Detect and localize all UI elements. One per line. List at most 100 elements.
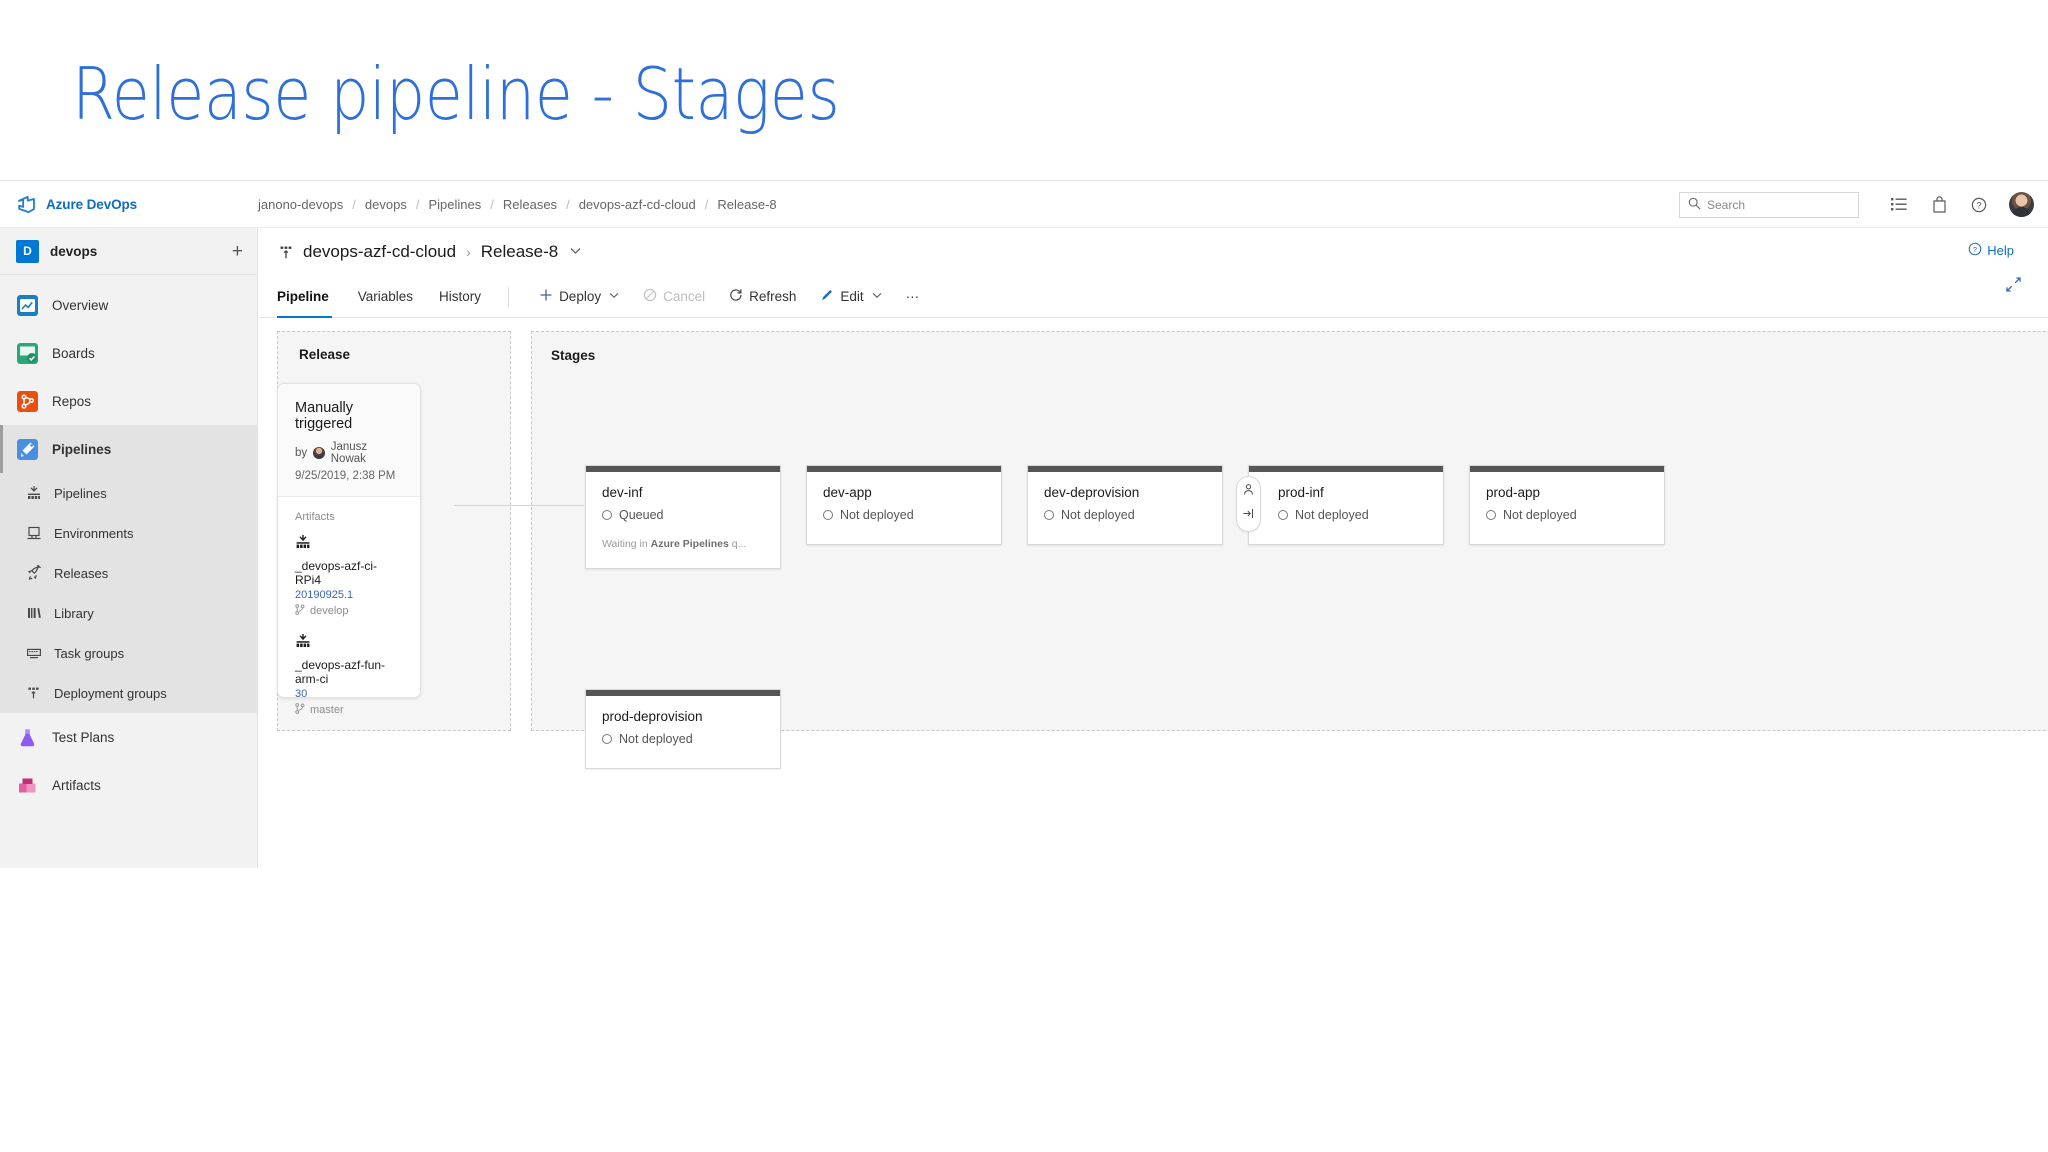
sidebar-item-label: Repos (52, 393, 92, 409)
sidebar-item-deployment-groups[interactable]: Deployment groups (0, 673, 257, 713)
more-actions-button[interactable]: ··· (894, 276, 932, 318)
stage-card-prod-inf[interactable]: prod-inf Not deployed (1248, 465, 1444, 545)
marketplace-bag-icon[interactable] (1919, 181, 1959, 228)
page-release-name[interactable]: Release-8 (480, 242, 559, 261)
svg-text:?: ? (1973, 245, 1977, 254)
avatar[interactable] (2009, 192, 2034, 217)
tab-label: Variables (357, 289, 414, 304)
sidebar-item-pipelines-sub[interactable]: Pipelines (0, 473, 257, 513)
breadcrumb-releases[interactable]: Releases (502, 196, 558, 212)
breadcrumb-release[interactable]: Release-8 (717, 196, 777, 212)
chevron-down-icon[interactable] (570, 246, 581, 258)
deployment-groups-icon (25, 682, 42, 704)
artifact-version[interactable]: 30 (295, 688, 308, 700)
breadcrumb-separator: / (415, 196, 420, 212)
stage-status: Not deployed (823, 508, 985, 522)
tab-label: Pipeline (277, 289, 329, 304)
stage-accent-bar (1470, 466, 1664, 472)
stage-card-dev-inf[interactable]: dev-inf Queued Waiting in Azure Pipeline… (585, 465, 781, 569)
stage-note-strong: Azure Pipelines (650, 538, 729, 550)
help-link[interactable]: ? Help (1968, 242, 2014, 259)
stage-status-label: Not deployed (619, 732, 693, 746)
prod-inf-approval-badge[interactable] (1236, 476, 1261, 532)
breadcrumb-definition[interactable]: devops-azf-cd-cloud (578, 196, 696, 212)
stage-status-label: Not deployed (1503, 508, 1577, 522)
deploy-label: Deploy (559, 289, 602, 304)
breadcrumb-org[interactable]: janono-devops (258, 196, 344, 212)
sidebar-item-pipelines[interactable]: Pipelines (0, 425, 257, 473)
deploy-button[interactable]: Deploy (527, 276, 631, 318)
library-icon (25, 602, 42, 624)
build-artifact-icon (295, 634, 403, 655)
expand-diagonal-icon[interactable] (2005, 276, 2022, 298)
list-icon[interactable] (1879, 181, 1919, 228)
sidebar-item-task-groups[interactable]: Task groups (0, 633, 257, 673)
cancel-label: Cancel (663, 289, 706, 304)
artifact-item[interactable]: _devops-azf-ci-RPi4 20190925.1 develop (295, 535, 403, 618)
pencil-icon (820, 288, 834, 305)
sidebar-item-environments[interactable]: Environments (0, 513, 257, 553)
svg-text:?: ? (1976, 200, 1981, 210)
release-card[interactable]: Manually triggered by Janusz Nowak 9/25/… (277, 383, 421, 716)
sidebar-item-releases[interactable]: Releases (0, 553, 257, 593)
test-plans-icon (16, 726, 38, 748)
page-pipeline-name[interactable]: devops-azf-cd-cloud (303, 242, 457, 261)
edit-button[interactable]: Edit (808, 276, 893, 318)
sidebar-item-label: Pipelines (54, 485, 107, 501)
sidebar-item-repos[interactable]: Repos (0, 377, 257, 425)
breadcrumb-separator: / (352, 196, 356, 212)
search-input[interactable]: Search (1679, 191, 1859, 218)
sidebar-item-library[interactable]: Library (0, 593, 257, 633)
artifact-item[interactable]: _devops-azf-fun-arm-ci 30 master (295, 634, 403, 717)
artifact-branch: develop (295, 604, 403, 618)
stage-card-prod-deprovision[interactable]: prod-deprovision Not deployed (585, 689, 781, 769)
release-author: by Janusz Nowak (295, 441, 403, 465)
environments-icon (25, 522, 42, 544)
task-groups-icon (25, 642, 42, 664)
artifact-name[interactable]: _devops-azf-ci-RPi4 (295, 559, 378, 587)
artifact-version[interactable]: 20190925.1 (295, 589, 354, 601)
sidebar-item-label: Environments (54, 525, 134, 541)
sidebar-item-overview[interactable]: Overview (0, 281, 257, 329)
sidebar-item-label: Task groups (54, 645, 125, 661)
tab-pipeline[interactable]: Pipeline (277, 276, 345, 318)
stage-accent-bar (586, 466, 780, 472)
stage-status: Queued (602, 508, 764, 522)
stage-body: prod-inf Not deployed (1249, 472, 1443, 522)
breadcrumb-pipelines[interactable]: Pipelines (428, 196, 482, 212)
artifact-name[interactable]: _devops-azf-fun-arm-ci (295, 658, 386, 686)
stage-status: Not deployed (602, 732, 764, 746)
global-header: Azure DevOps janono-devops / devops / Pi… (0, 181, 2048, 228)
stage-status-label: Queued (619, 508, 664, 522)
breadcrumb-project[interactable]: devops (364, 196, 407, 212)
cancel-circle-icon (643, 288, 657, 305)
stage-card-prod-app[interactable]: prod-app Not deployed (1469, 465, 1665, 545)
releases-rocket-icon (25, 562, 42, 584)
sidebar-item-label: Pipelines (52, 441, 112, 457)
stage-accent-bar (1249, 466, 1443, 472)
stage-card-dev-deprovision[interactable]: dev-deprovision Not deployed (1027, 465, 1223, 545)
sidebar-item-artifacts[interactable]: Artifacts (0, 761, 257, 809)
search-placeholder: Search (1707, 197, 1746, 212)
pipelines-sub-icon (25, 482, 42, 504)
stage-name: dev-app (823, 485, 872, 500)
sidebar-item-test-plans[interactable]: Test Plans (0, 713, 257, 761)
stage-name: prod-app (1486, 485, 1541, 500)
sidebar-item-label: Test Plans (52, 729, 115, 745)
page-title-separator: › (466, 244, 471, 260)
sidebar-item-boards[interactable]: Boards (0, 329, 257, 377)
help-question-icon[interactable]: ? (1959, 181, 1999, 228)
project-selector[interactable]: D devops + (0, 228, 257, 275)
by-label: by (295, 447, 308, 459)
tab-variables[interactable]: Variables (345, 276, 426, 318)
connector-release-to-dev-inf (454, 505, 584, 506)
tab-history[interactable]: History (426, 276, 494, 318)
azure-devops-home-link[interactable]: Azure DevOps (0, 194, 258, 215)
stage-note-suffix: q... (728, 538, 747, 550)
slide-title: Release pipeline - Stages (72, 52, 840, 136)
refresh-button[interactable]: Refresh (717, 276, 808, 318)
plus-icon[interactable]: + (231, 240, 243, 262)
stage-accent-bar (807, 466, 1001, 472)
stage-card-dev-app[interactable]: dev-app Not deployed (806, 465, 1002, 545)
release-trigger: Manually triggered (295, 400, 354, 432)
